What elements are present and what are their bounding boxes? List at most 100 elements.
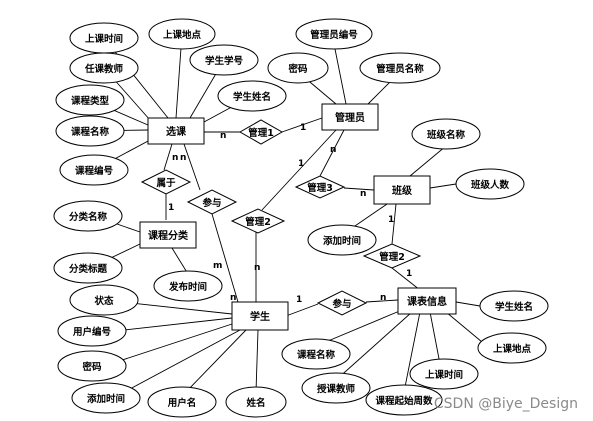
cardinalities: n 1 1 n 1 n n n 1 m n 1 n 1 n <box>168 123 412 305</box>
edge-xs-username <box>183 329 247 395</box>
rel-shuyu: 属于 <box>140 169 192 195</box>
svg-text:上课地点: 上课地点 <box>163 29 202 41</box>
entity-banji: 班级 <box>373 175 431 205</box>
card-xs-canyu: 1 <box>296 295 302 305</box>
entity-xuesheng: 学生 <box>231 301 289 331</box>
entities: 选课 管理员 班级 课程分类 学生 课表信息 <box>139 103 457 331</box>
svg-text:参与: 参与 <box>331 298 351 310</box>
edge-bj-addtime <box>351 201 391 229</box>
svg-text:添加时间: 添加时间 <box>323 235 361 247</box>
attr-gl-name: 管理员名称 <box>359 52 441 84</box>
svg-text:任课教师: 任课教师 <box>84 63 124 75</box>
svg-text:参与: 参与 <box>201 197 221 209</box>
svg-text:分类名称: 分类名称 <box>69 211 108 223</box>
attr-gl-pwd: 密码 <box>267 52 329 84</box>
attr-xk-teacher: 任课教师 <box>69 52 139 84</box>
attr-fl-tag: 分类标题 <box>53 252 123 284</box>
svg-text:选课: 选课 <box>166 125 187 138</box>
svg-text:管理1: 管理1 <box>248 127 274 139</box>
svg-text:属于: 属于 <box>156 178 176 189</box>
attr-kb-start: 课程起始周数 <box>365 384 443 416</box>
edge-canyu-xs <box>211 213 239 303</box>
card-guanli1-gl: 1 <box>300 123 306 133</box>
svg-text:分类标题: 分类标题 <box>69 263 108 275</box>
edge-kb-time <box>429 311 441 365</box>
svg-text:学生姓名: 学生姓名 <box>233 91 271 103</box>
svg-text:班级: 班级 <box>392 184 413 197</box>
entity-kebiaoxinxi: 课表信息 <box>397 287 457 315</box>
rel-canyu-xk: 参与 <box>186 189 238 215</box>
svg-text:学生学号: 学生学号 <box>205 55 244 67</box>
edge-gl-no <box>333 43 347 105</box>
attr-kb-teacher: 授课教师 <box>301 372 371 404</box>
attributes: 上课时间 上课地点 任课教师 学生学号 课程类型 学生姓名 课程名称 课程编号 … <box>53 18 549 418</box>
attr-bj-name: 班级名称 <box>411 118 481 150</box>
edge-fl-pubtime <box>171 247 189 275</box>
svg-text:用户编号: 用户编号 <box>72 326 112 338</box>
svg-text:用户名: 用户名 <box>167 397 197 409</box>
attr-xk-time: 上课时间 <box>69 22 139 54</box>
rel-guanli2b: 管理2 <box>362 243 422 269</box>
svg-text:授课教师: 授课教师 <box>317 383 356 395</box>
card-xk-guanli1: n <box>220 131 226 141</box>
attr-xk-stuno: 学生学号 <box>189 44 259 76</box>
entity-kechengfenlei: 课程分类 <box>139 221 197 249</box>
svg-text:班级名称: 班级名称 <box>427 129 466 141</box>
attr-xk-cno: 课程编号 <box>59 154 129 186</box>
attr-kb-place: 上课地点 <box>477 332 547 364</box>
card-guanli2b-kb: 1 <box>406 269 412 279</box>
attr-fl-pubtime: 发布时间 <box>153 270 223 302</box>
relationships: 管理1 属于 参与 管理2 管理3 管理2 参与 <box>140 119 422 316</box>
svg-text:课程分类: 课程分类 <box>148 229 188 242</box>
card-bj-guanli2b: 1 <box>388 215 394 225</box>
edge-kb-start <box>403 311 421 393</box>
card-guanli3-bj: n <box>360 189 366 199</box>
attr-xk-cname: 课程名称 <box>55 115 125 147</box>
svg-text:上课时间: 上课时间 <box>85 33 123 45</box>
edge-bj-count <box>429 183 457 189</box>
svg-text:管理员名称: 管理员名称 <box>376 63 424 75</box>
svg-text:管理2: 管理2 <box>379 251 405 263</box>
svg-text:学生姓名: 学生姓名 <box>495 301 533 313</box>
edge-guanli3-bj <box>343 187 375 191</box>
entity-xuanke: 选课 <box>147 117 205 145</box>
svg-text:密码: 密码 <box>287 63 308 75</box>
attr-bj-addtime: 添加时间 <box>307 224 377 256</box>
svg-text:课程名称: 课程名称 <box>297 349 336 361</box>
edge-gl-guanli3 <box>319 129 345 177</box>
rel-guanli3: 管理3 <box>294 175 346 199</box>
svg-text:状态: 状态 <box>94 295 114 307</box>
edges <box>89 33 483 395</box>
svg-text:课程起始周数: 课程起始周数 <box>375 395 433 407</box>
rel-canyu-xs: 参与 <box>316 290 368 316</box>
edge-guanli1-gl <box>281 117 323 133</box>
card-canyu-xs: m <box>213 261 222 271</box>
edge-canyu-kb <box>365 299 399 303</box>
edge-kb-teacher <box>335 311 413 381</box>
attr-xs-userno: 用户编号 <box>57 315 127 347</box>
svg-text:班级人数: 班级人数 <box>471 179 510 191</box>
svg-text:课程名称: 课程名称 <box>71 126 110 138</box>
edge-bj-guanli2b <box>391 203 397 245</box>
card-canyu-kb: n <box>380 293 386 303</box>
attr-xk-stuname: 学生姓名 <box>217 80 287 112</box>
attr-xk-type: 课程类型 <box>55 84 125 116</box>
svg-text:上课地点: 上课地点 <box>493 343 532 355</box>
rel-guanli2: 管理2 <box>230 208 286 234</box>
svg-text:学生: 学生 <box>250 310 270 323</box>
edge-bj-name <box>409 145 447 177</box>
rel-guanli1: 管理1 <box>238 119 284 145</box>
entity-guanliyuan: 管理员 <box>321 103 379 131</box>
svg-text:发布时间: 发布时间 <box>168 281 207 293</box>
attr-xs-name: 姓名 <box>225 386 287 418</box>
edge-xs-addtime <box>127 329 241 391</box>
attr-gl-no: 管理员编号 <box>295 18 373 50</box>
edge-kb-stuname <box>455 301 481 307</box>
edge-guanli2b-kb <box>391 267 421 291</box>
svg-text:姓名: 姓名 <box>245 397 265 409</box>
edge-xk-canyu <box>183 143 201 191</box>
svg-text:课表信息: 课表信息 <box>407 295 447 308</box>
edge-xs-name <box>255 329 259 393</box>
card-shuyu-fl: 1 <box>168 203 174 213</box>
card-guanli2-xs: n <box>254 263 260 273</box>
